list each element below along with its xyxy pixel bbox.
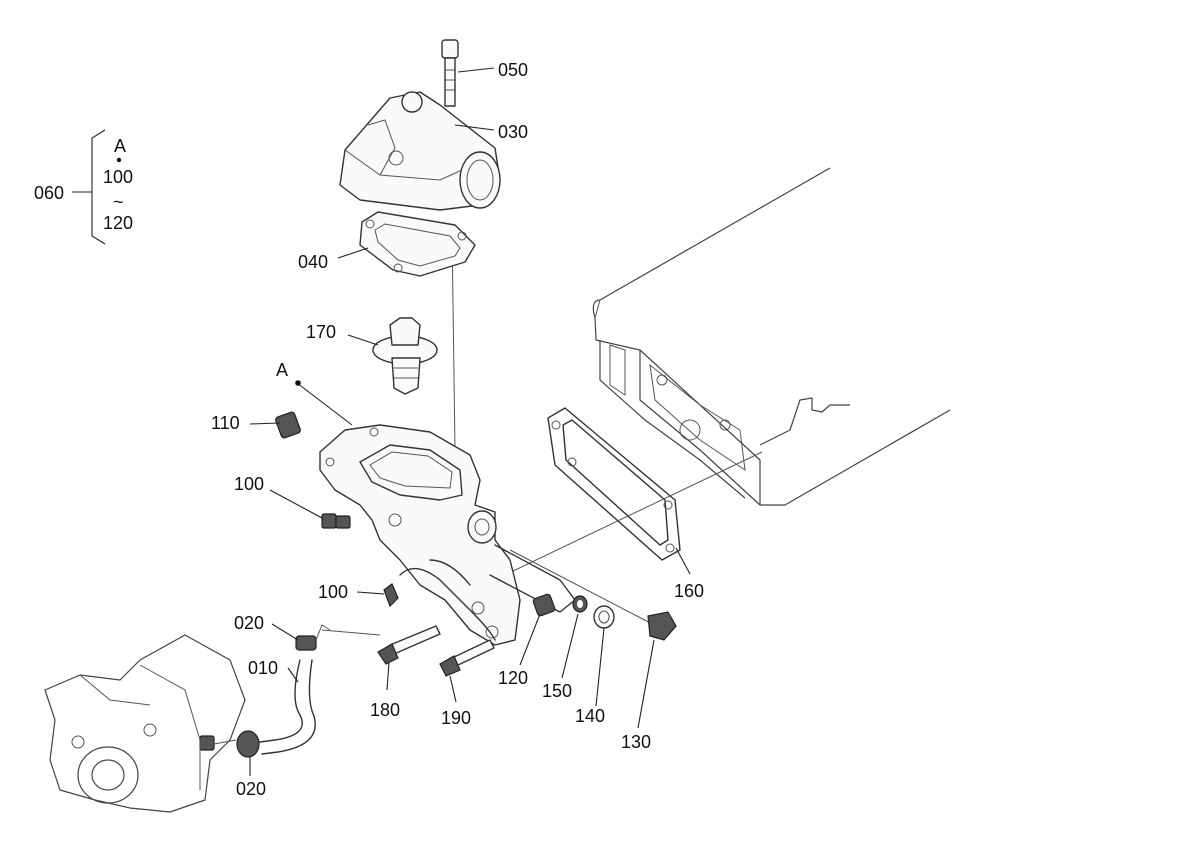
bolt-190 bbox=[439, 639, 495, 677]
legend-ref-letter: A bbox=[114, 136, 126, 156]
callout-180[interactable]: 180 bbox=[370, 700, 400, 720]
gasket-160 bbox=[547, 407, 681, 561]
clamp-020-lower bbox=[199, 730, 260, 758]
callout-labels: 050 030 040 170 A 110 100 100 020 010 02… bbox=[211, 60, 704, 799]
washer-150 bbox=[572, 595, 588, 613]
bolt-180 bbox=[377, 625, 441, 665]
sleeve-140 bbox=[593, 605, 615, 629]
callout-020-upper[interactable]: 020 bbox=[234, 613, 264, 633]
callout-150[interactable]: 150 bbox=[542, 681, 572, 701]
callout-010[interactable]: 010 bbox=[248, 658, 278, 678]
clamp-020-upper bbox=[295, 624, 331, 651]
bolt-050 bbox=[441, 39, 459, 107]
plug-120 bbox=[532, 593, 556, 617]
callout-120[interactable]: 120 bbox=[498, 668, 528, 688]
callout-160[interactable]: 160 bbox=[674, 581, 704, 601]
legend-range-end: 120 bbox=[103, 213, 133, 233]
legend-range-separator: ~ bbox=[113, 192, 124, 212]
legend-ref-dot bbox=[116, 157, 122, 163]
legend-range-start: 100 bbox=[103, 167, 133, 187]
fitting-100b bbox=[383, 583, 399, 608]
callout-040[interactable]: 040 bbox=[298, 252, 328, 272]
fitting-100a bbox=[321, 513, 351, 529]
callout-130[interactable]: 130 bbox=[621, 732, 651, 752]
alignment-lines bbox=[321, 229, 763, 636]
plug-130 bbox=[647, 611, 677, 641]
leader-lines bbox=[249, 67, 691, 776]
callout-020-lower[interactable]: 020 bbox=[236, 779, 266, 799]
hose-010 bbox=[259, 659, 316, 755]
legend-bracket bbox=[91, 129, 106, 245]
callout-190[interactable]: 190 bbox=[441, 708, 471, 728]
callout-110[interactable]: 110 bbox=[211, 413, 240, 433]
legend-group-number: 060 bbox=[34, 183, 64, 203]
callout-ref-a[interactable]: A bbox=[276, 360, 288, 380]
callout-100-upper[interactable]: 100 bbox=[234, 474, 264, 494]
group-legend: 060 A 100 ~ 120 bbox=[34, 129, 133, 245]
thermostat-cover-030 bbox=[339, 91, 501, 211]
callout-050[interactable]: 050 bbox=[498, 60, 528, 80]
thermostat-170 bbox=[372, 317, 438, 395]
plug-110 bbox=[275, 411, 301, 439]
gasket-040 bbox=[359, 211, 476, 277]
callout-140[interactable]: 140 bbox=[575, 706, 605, 726]
callout-030[interactable]: 030 bbox=[498, 122, 528, 142]
engine-block bbox=[592, 167, 951, 506]
callout-170[interactable]: 170 bbox=[306, 322, 336, 342]
water-pump bbox=[44, 634, 246, 813]
callout-100-lower[interactable]: 100 bbox=[318, 582, 348, 602]
